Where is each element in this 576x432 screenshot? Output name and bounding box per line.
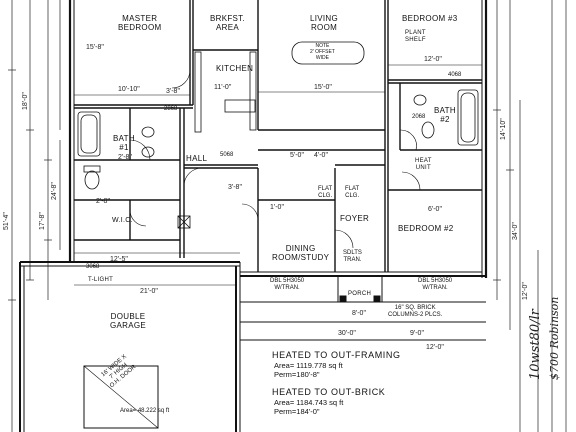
dim-bed3-width: 12'-0" <box>424 56 442 63</box>
note-garage-area: Area= 48.222 sq ft <box>120 408 170 414</box>
right-dimension-lines <box>493 0 567 432</box>
dim-small-3: 6'-0" <box>428 206 442 213</box>
room-bedroom-2: BEDROOM #2 <box>398 224 454 233</box>
area-summary: HEATED TO OUT-FRAMING Area= 1119.778 sq … <box>272 350 401 416</box>
note-door-2068: 2068 <box>412 114 426 120</box>
room-living-room: LIVING ROOM <box>310 14 339 32</box>
heated-brick-perimeter: Perm=184'-0" <box>274 407 320 416</box>
dim-small-5: 1'-0" <box>270 204 284 211</box>
room-master-bedroom: MASTER BEDROOM <box>118 14 162 32</box>
dim-master-depth: 10'-10" <box>118 86 140 93</box>
dim-right-2: 34'-0" <box>512 222 519 240</box>
dim-front-3: 30'-0" <box>338 330 356 337</box>
dim-small-2: 4'-0" <box>314 152 328 159</box>
dim-side-1: 18'-0" <box>22 92 29 110</box>
dim-front-1: 12'-5" <box>110 256 128 263</box>
plumbing-fixtures <box>77 41 479 229</box>
heated-framing-title: HEATED TO OUT-FRAMING <box>272 350 401 360</box>
note-sidelites: SDLTS TRAN. <box>343 250 362 263</box>
handwritten-note-2: $700 Robinson <box>548 296 561 380</box>
dim-master-width: 15'-8" <box>86 44 104 51</box>
porch-outline <box>240 275 486 341</box>
room-bath-1: BATH #1 <box>113 134 135 152</box>
heated-brick-title: HEATED TO OUT-BRICK <box>272 387 386 397</box>
dim-right-3: 12'-0" <box>522 282 529 300</box>
dim-small-6: 3'-8" <box>228 184 242 191</box>
room-kitchen: KITCHEN <box>216 64 254 73</box>
dim-right-1: 14'-10" <box>500 118 507 140</box>
note-door-3068: 3068 <box>86 264 100 270</box>
heated-brick-area: Area= 1184.743 sq ft <box>274 398 344 407</box>
note-door-4068: 4068 <box>448 72 462 78</box>
note-fireplace: NOTE 2' OFFSET WIDE <box>310 43 335 61</box>
room-breakfast-area: BRKFST. AREA <box>210 14 245 32</box>
room-bedroom-3: BEDROOM #3 <box>402 14 458 23</box>
dim-porch-depth: 9'-0" <box>410 330 424 337</box>
dim-bath1-width: 2'-8" <box>118 154 132 161</box>
room-light: T-LIGHT <box>88 277 114 283</box>
room-hall: HALL <box>186 154 208 163</box>
room-foyer: FOYER <box>340 214 370 223</box>
left-dimension-lines <box>8 0 61 432</box>
dim-porch-width: 8'-0" <box>352 310 366 317</box>
note-flat-ceiling-2: FLAT CLG. <box>345 186 360 199</box>
dim-side-total: 51'-4" <box>3 212 10 230</box>
room-plant-shelf: PLANT SHELF <box>405 30 426 43</box>
note-window-left: DBL 5H3050 W/TRAN. <box>270 278 305 291</box>
dim-hall-width: 3'-8" <box>166 88 180 95</box>
dim-front-4: 12'-0" <box>426 344 444 351</box>
room-porch: PORCH <box>348 291 372 297</box>
dim-living-width: 15'-0" <box>314 84 332 91</box>
note-brick-columns: 16" SQ. BRICK COLUMNS-2 PLCS. <box>388 305 443 318</box>
room-double-garage: DOUBLE GARAGE <box>110 312 147 330</box>
note-flat-ceiling-1: FLAT CLG. <box>318 186 333 199</box>
dim-side-2: 17'-8" <box>39 212 46 230</box>
dim-small-1: 5'-0" <box>290 152 304 159</box>
dim-side-3: 24'-8" <box>51 182 58 200</box>
note-door-5068: 5068 <box>220 152 234 158</box>
door-swings <box>129 69 421 249</box>
handwritten-note-1: 10wst80/lr <box>528 309 543 380</box>
room-dining-study: DINING ROOM/STUDY <box>272 244 330 262</box>
room-heat-unit: HEAT UNIT <box>415 158 432 171</box>
dimension-ticks <box>74 64 482 286</box>
room-wic: W.I.C. <box>112 217 133 224</box>
heated-framing-area: Area= 1119.778 sq ft <box>274 361 343 370</box>
room-bath-2: BATH #2 <box>434 106 456 124</box>
dim-front-2: 21'-0" <box>140 288 158 295</box>
interior-walls <box>20 0 482 272</box>
garage-walls <box>19 262 241 432</box>
heated-framing-perimeter: Perm=180'-8" <box>274 370 320 379</box>
note-window-right: DBL 5H3050 W/TRAN. <box>418 278 453 291</box>
note-door-2868: 2868 <box>164 106 178 112</box>
dim-kitchen-width: 11'-0" <box>214 84 232 91</box>
dim-small-4: 2'-8" <box>96 198 110 205</box>
